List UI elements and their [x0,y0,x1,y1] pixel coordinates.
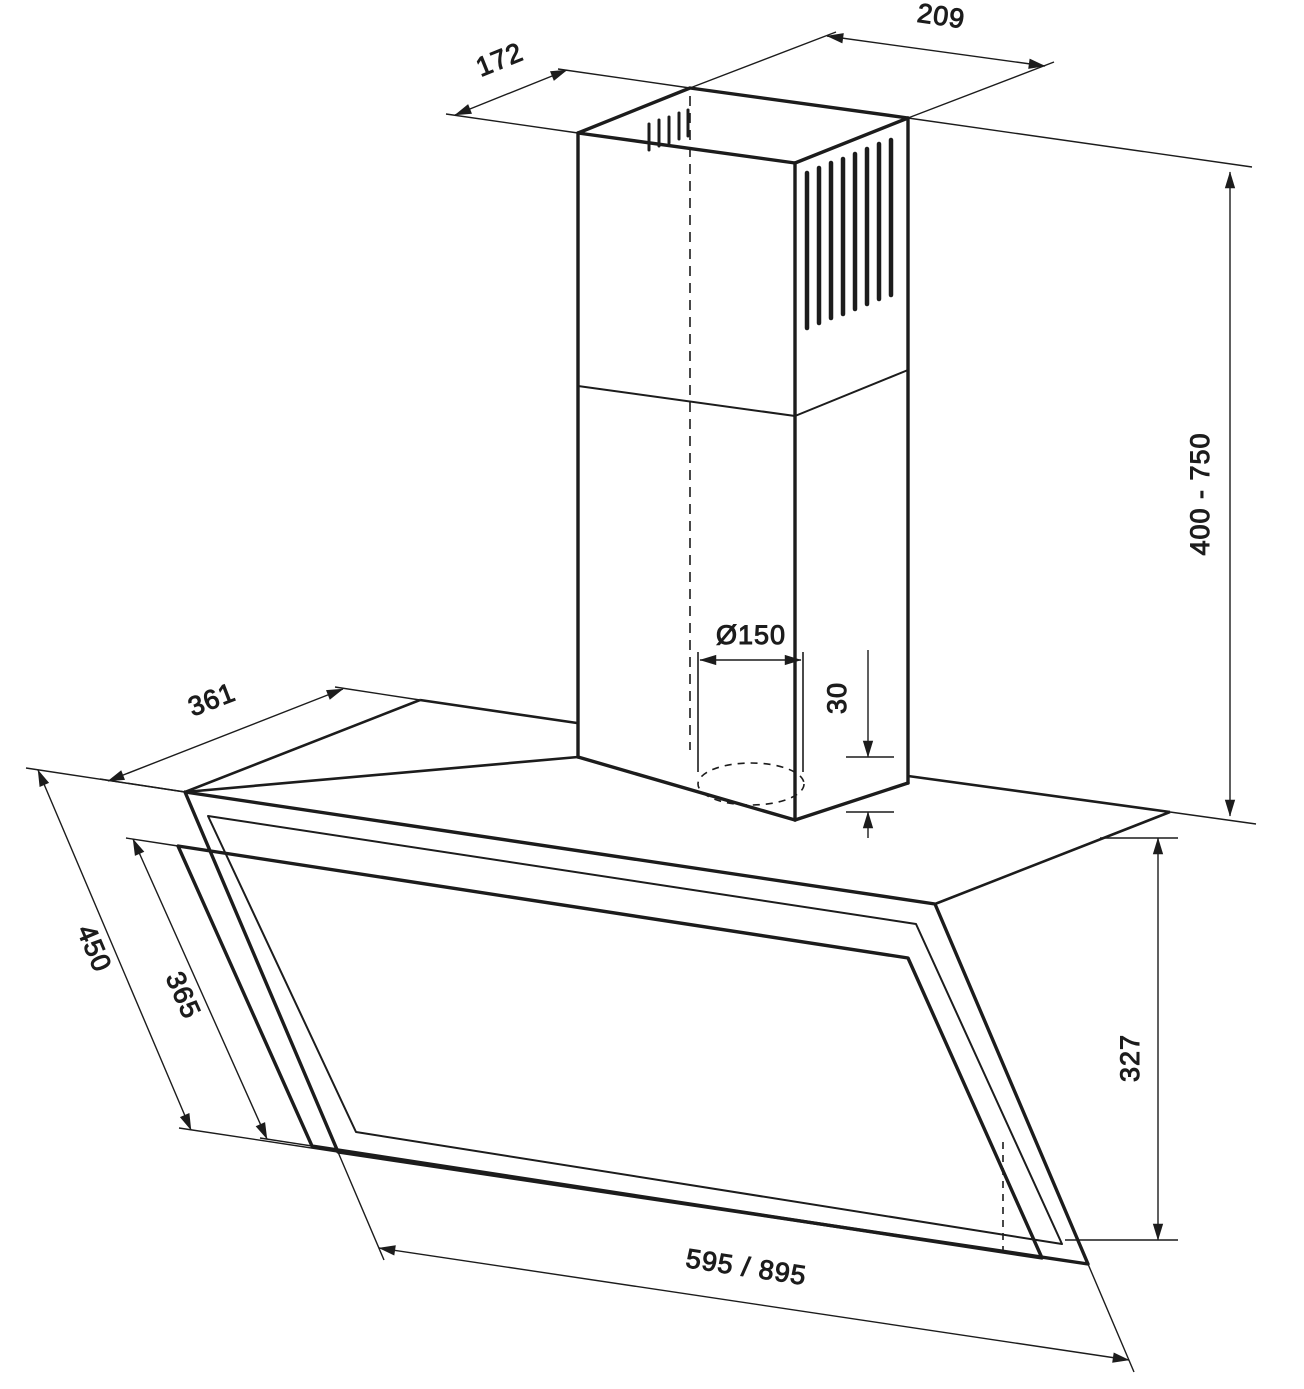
duct-outlet [697,652,805,806]
telescopic-seam-right [794,369,909,417]
chimney-bottom-right-edge [793,781,910,822]
glass-panel-outer [183,790,1090,1266]
dimension-chimney-width [689,31,1055,119]
dimension-body-width [337,1151,1135,1373]
duct-outlet-ellipse [697,762,805,806]
top-face-back-edge-right [907,774,1171,814]
vent-grille-back [647,108,690,152]
drawing-root: 172 209 400 - 750 Ø150 30 [25,0,1257,1373]
dim-label-chimney-depth: 172 [472,37,528,83]
top-face-rear-ridge [184,755,579,794]
dim-label-mount-height: 400 - 750 [1185,432,1215,555]
dimension-chimney-depth [445,68,691,134]
dim-label-panel-length-outer: 450 [71,921,117,977]
top-face-left-edge [184,698,421,794]
glass-panel-edge-line [207,815,1063,1245]
dim-label-collar-height: 30 [822,682,852,714]
chimney [576,86,910,822]
vent-grille-right [804,137,894,331]
dimension-panel-length-inner [125,837,313,1147]
top-face-back-edge-left [419,698,578,725]
dim-label-top-depth: 361 [184,677,240,722]
top-face-right-edge [934,810,1171,906]
dimension-mount-height [907,117,1257,825]
dim-label-body-width: 595 / 895 [684,1243,809,1291]
dim-label-chimney-width: 209 [915,0,967,34]
dim-label-duct-diameter: Ø150 [716,620,786,650]
dimension-collar-height [846,650,894,838]
chimney-top-rim [576,86,910,165]
dimension-panel-length-outer [25,767,339,1153]
glass-panel-inner [176,844,1044,1260]
dimension-front-height [1065,837,1178,1241]
dim-label-panel-length-inner: 365 [160,967,207,1023]
telescopic-seam-front [577,385,796,417]
chimney-bottom-front-edge [576,755,797,822]
dim-label-front-height: 327 [1115,1034,1145,1082]
